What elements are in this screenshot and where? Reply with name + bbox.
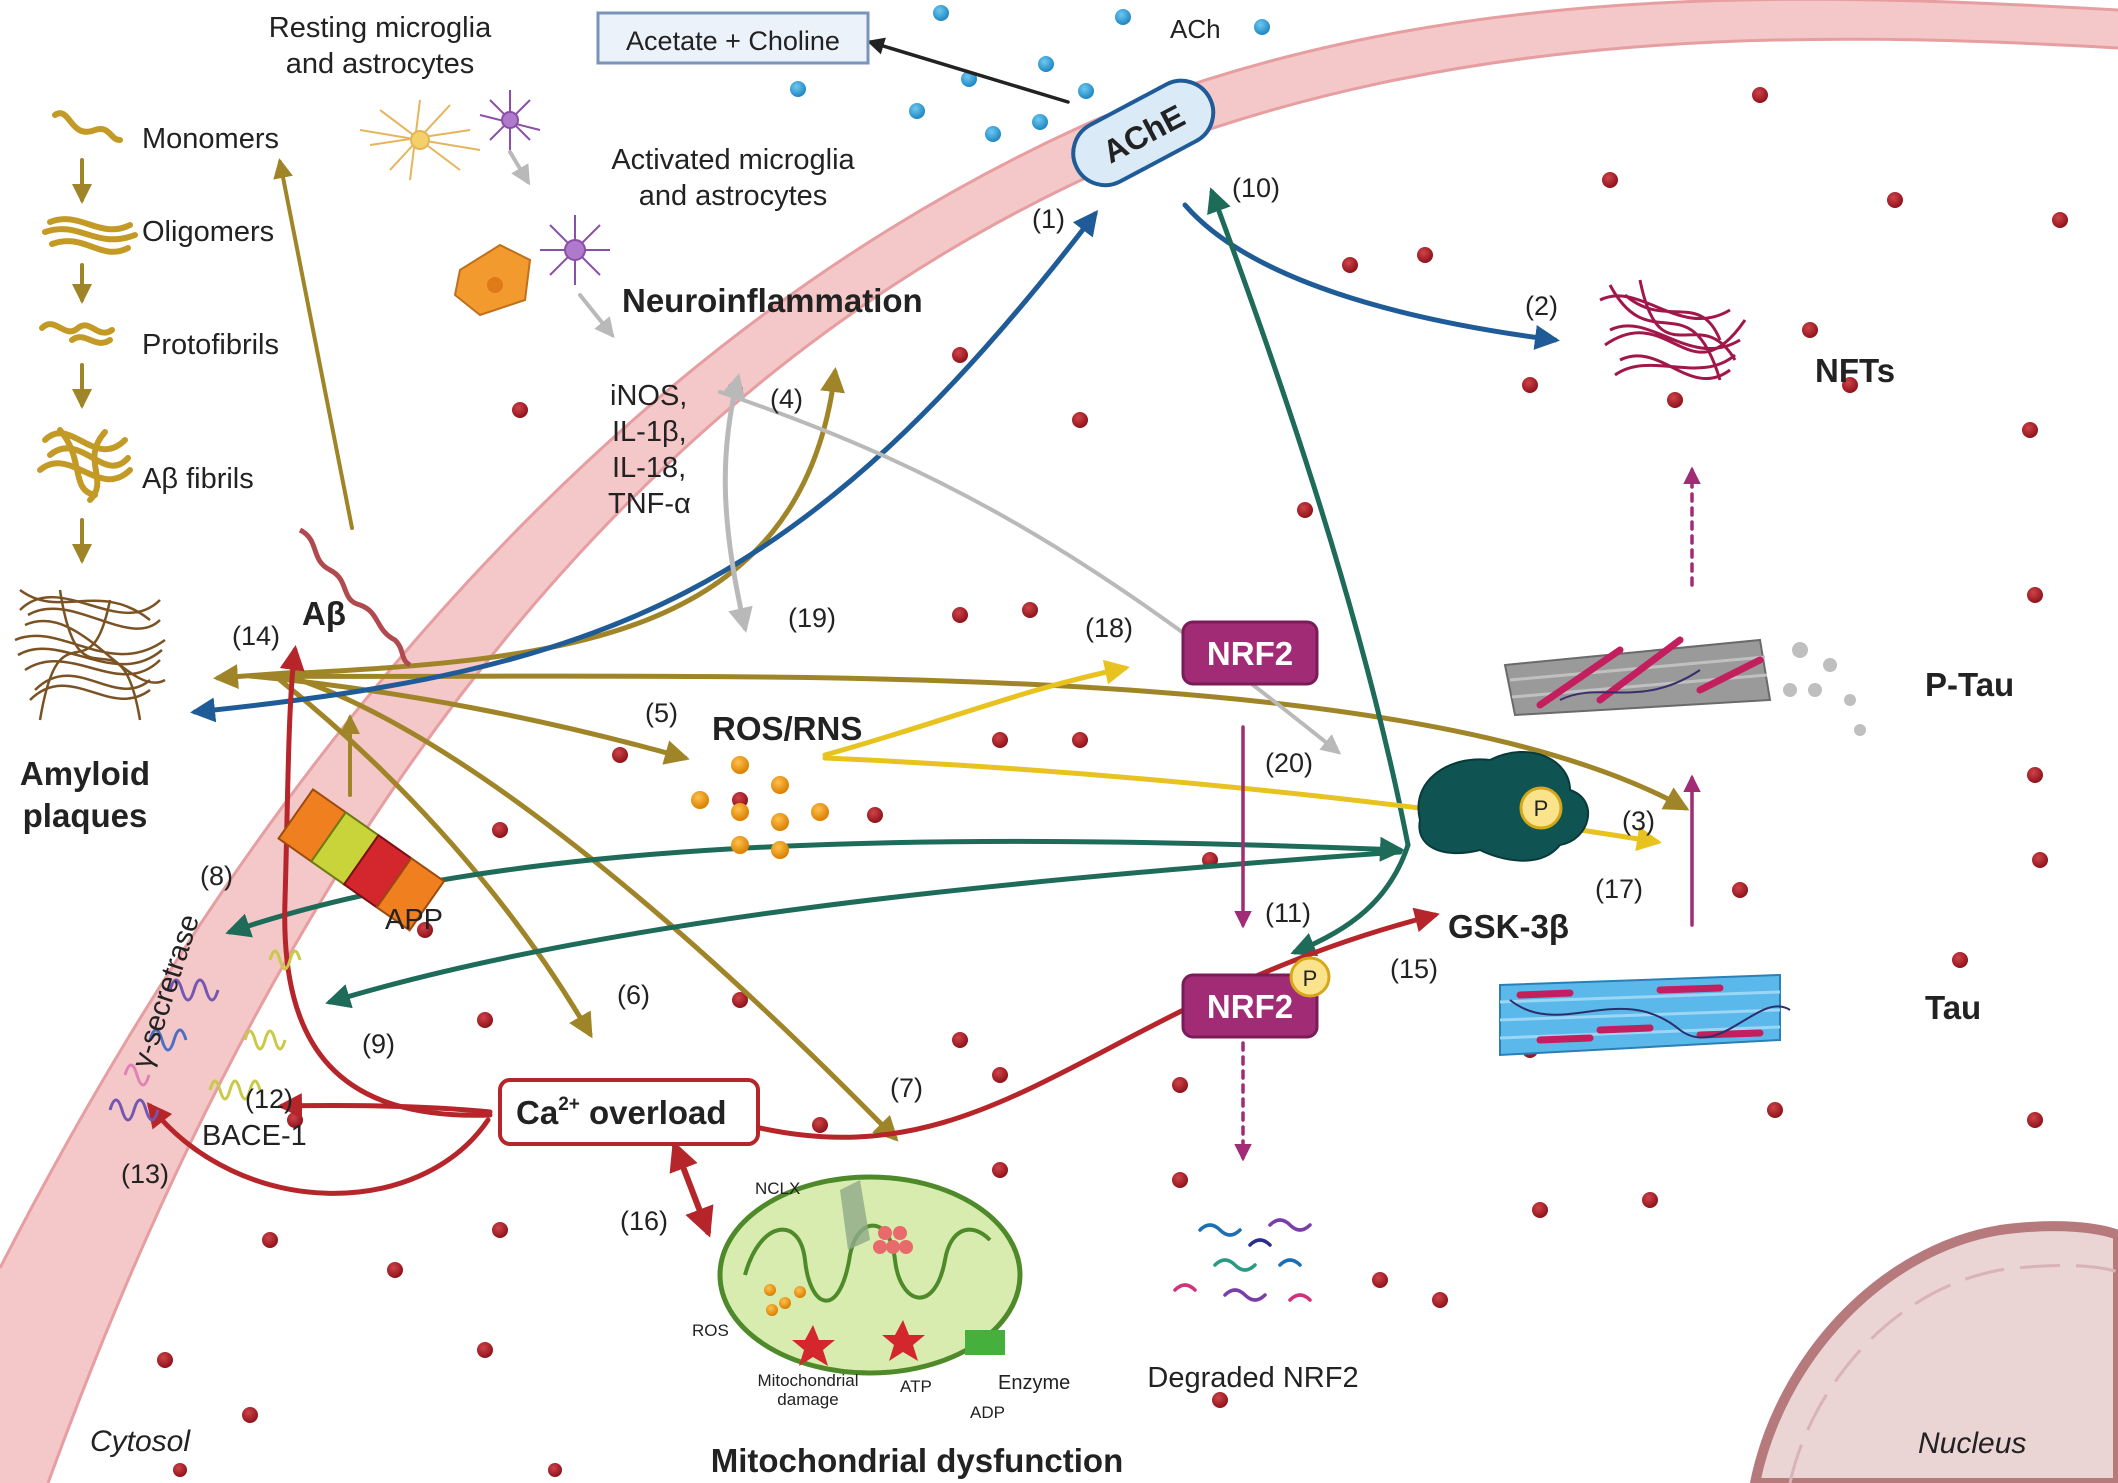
svg-text:P: P: [1303, 966, 1318, 991]
abeta-label: Aβ: [302, 595, 346, 632]
nclx-label: NCLX: [755, 1179, 800, 1198]
step-8: (8): [200, 861, 233, 891]
ptau-label: P-Tau: [1925, 666, 2014, 703]
step-7: (7): [890, 1073, 923, 1103]
amyloid-plaques-label: Amyloid: [20, 755, 150, 792]
monomers-label: Monomers: [142, 123, 279, 155]
step-11: (11): [1265, 898, 1311, 928]
step-16: (16): [620, 1206, 668, 1236]
svg-text:P: P: [1534, 796, 1549, 821]
activated-astrocyte-icon: [453, 243, 532, 317]
tau-label: Tau: [1925, 989, 1981, 1026]
activated-glia-label: Activated microglia: [611, 144, 855, 176]
pathway-arrows: [72, 37, 1701, 1238]
text-labels: Resting microglia and astrocytes Activat…: [20, 12, 2026, 1479]
atp-label: ATP: [900, 1377, 932, 1396]
protofibrils-label: Protofibrils: [142, 329, 279, 361]
mitochondrial-dysfunction-label: Mitochondrial dysfunction: [711, 1442, 1123, 1479]
ach-label: ACh: [1170, 14, 1221, 44]
ros-rns-particles: [691, 756, 829, 859]
step-2: (2): [1525, 291, 1558, 321]
nfts-icon: [1599, 279, 1747, 381]
step-9: (9): [362, 1029, 395, 1059]
calcium-overload-box: Ca2+ overload: [498, 1078, 760, 1146]
resting-glia-label: Resting microglia: [269, 12, 492, 44]
nfts-label: NFTs: [1815, 352, 1895, 389]
gsk3b-label: GSK-3β: [1448, 908, 1569, 945]
step-5: (5): [645, 698, 678, 728]
ptau-microtubule-icon: [1503, 636, 1866, 736]
gamma-secretase-icon: [108, 978, 220, 1122]
step-15: (15): [1390, 954, 1438, 984]
svg-text:plaques: plaques: [23, 797, 148, 834]
step-17: (17): [1595, 874, 1643, 904]
app-label: APP: [385, 904, 443, 936]
ros-rns-label: ROS/RNS: [712, 710, 862, 747]
mito-damage-label: Mitochondrial: [757, 1371, 858, 1390]
ab-fibrils-label: Aβ fibrils: [142, 463, 254, 495]
step-14: (14): [232, 621, 280, 651]
mitochondrion-icon: [717, 1174, 1023, 1376]
neuroinflammation-label: Neuroinflammation: [622, 282, 923, 319]
adp-label: ADP: [970, 1403, 1005, 1422]
svg-text:damage: damage: [777, 1390, 838, 1409]
svg-text:Ca2+ overload: Ca2+ overload: [516, 1094, 727, 1131]
svg-text:and astrocytes: and astrocytes: [639, 180, 828, 212]
tau-microtubule-icon: [1499, 973, 1791, 1057]
bace1-label: BACE-1: [202, 1120, 307, 1152]
gsk3b-enzyme: P: [1417, 750, 1589, 862]
svg-text:NRF2: NRF2: [1207, 635, 1293, 672]
cytosol-particles: [157, 87, 2068, 1477]
step-numbers: (1) (2) (3) (4) (5) (6) (7) (8) (9) (10)…: [121, 173, 1655, 1236]
step-3: (3): [1622, 806, 1655, 836]
abeta-peptide-icon: [298, 527, 412, 668]
oligomers-label: Oligomers: [142, 216, 274, 248]
step-10: (10): [1232, 173, 1280, 203]
acetylcholine-molecules: [790, 5, 1270, 142]
app-protein-icon: [277, 787, 446, 932]
amyloid-aggregation-icons: [37, 110, 138, 503]
step-13: (13): [121, 1159, 169, 1189]
nucleus: [1749, 1221, 2118, 1483]
cytokine-label: iNOS,: [610, 380, 687, 412]
cytosol-label: Cytosol: [90, 1425, 191, 1458]
enzyme-label: Enzyme: [998, 1372, 1070, 1394]
step-4: (4): [770, 384, 803, 414]
nucleus-label: Nucleus: [1918, 1427, 2026, 1460]
svg-text:NRF2: NRF2: [1207, 988, 1293, 1025]
svg-text:IL-1β,: IL-1β,: [612, 416, 687, 448]
bace1-icon: [208, 949, 302, 1101]
step-19: (19): [788, 603, 836, 633]
nrf2-top-box: NRF2: [1181, 620, 1319, 686]
svg-text:TNF-α: TNF-α: [608, 488, 691, 520]
acetate-choline-box: Acetate + Choline: [596, 11, 870, 65]
nrf2-bottom-box: NRF2 P: [1181, 956, 1331, 1039]
resting-microglia-astrocytes-icon: [359, 99, 481, 181]
step-1: (1): [1032, 204, 1065, 234]
step-18: (18): [1085, 613, 1133, 643]
step-6: (6): [617, 980, 650, 1010]
step-20: (20): [1265, 748, 1313, 778]
svg-text:IL-18,: IL-18,: [612, 452, 686, 484]
amyloid-plaque-icon: [14, 588, 166, 721]
svg-text:Acetate + Choline: Acetate + Choline: [626, 26, 840, 56]
degraded-nrf2-label: Degraded NRF2: [1147, 1362, 1358, 1394]
degraded-nrf2-icon: [1173, 1218, 1312, 1302]
svg-text:and astrocytes: and astrocytes: [286, 48, 475, 80]
step-12: (12): [245, 1084, 293, 1114]
mito-ros-label: ROS: [692, 1321, 729, 1340]
microglia-icon: [479, 90, 610, 285]
